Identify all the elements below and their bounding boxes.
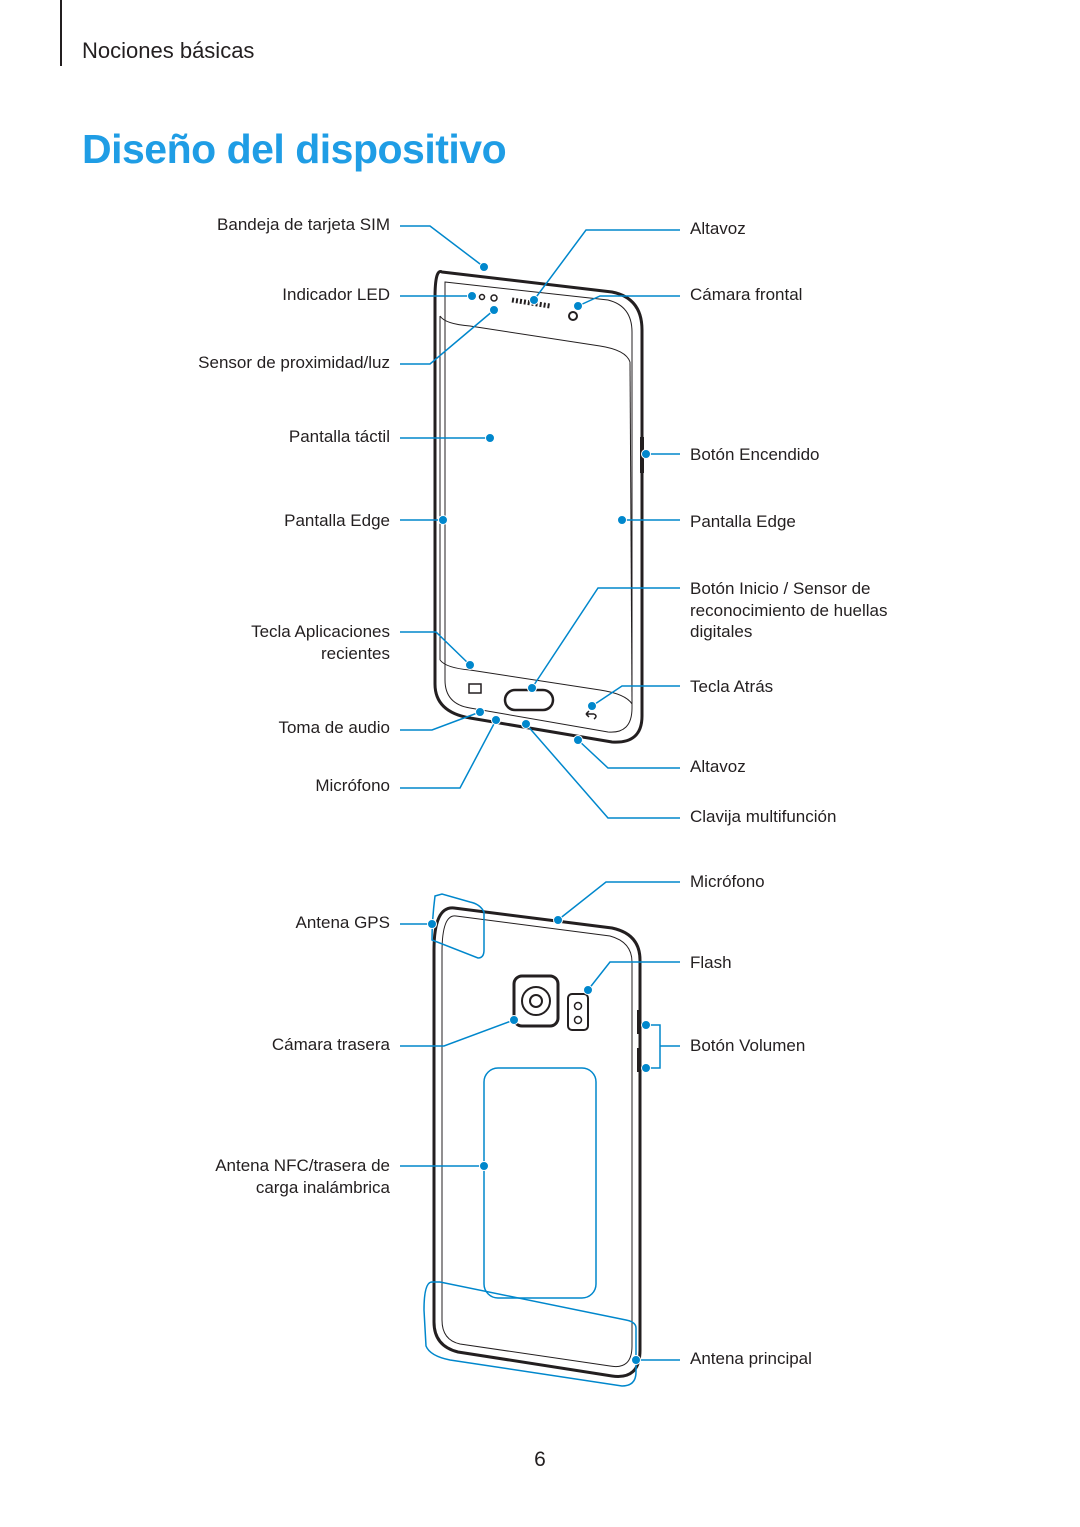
label-edge-right: Pantalla Edge bbox=[690, 512, 796, 531]
flash-led-b bbox=[573, 1015, 583, 1025]
label-rear-camera: Cámara trasera bbox=[271, 1035, 390, 1054]
dot-proximity bbox=[489, 305, 499, 315]
dot-led bbox=[467, 291, 477, 301]
dot-edge-left bbox=[438, 515, 448, 525]
callout-sim-tray bbox=[400, 225, 485, 268]
header-rule bbox=[60, 0, 62, 66]
front-phone-inner bbox=[444, 281, 633, 733]
dot-edge-right bbox=[617, 515, 627, 525]
volume-up-shape bbox=[637, 1010, 641, 1034]
label-mic-bottom: Micrófono bbox=[315, 776, 390, 795]
label-recent-apps: Tecla Aplicaciones recientes bbox=[251, 622, 390, 663]
callout-proximity bbox=[400, 309, 495, 365]
proximity-sensor-b bbox=[490, 294, 498, 302]
dot-speaker-top bbox=[529, 295, 539, 305]
callout-home-button bbox=[531, 587, 680, 689]
home-button bbox=[503, 688, 555, 712]
dot-recent-apps bbox=[465, 660, 475, 670]
label-touchscreen: Pantalla táctil bbox=[288, 427, 390, 446]
label-power-button: Botón Encendido bbox=[690, 445, 820, 464]
recent-apps-icon bbox=[468, 683, 482, 694]
callout-front-camera bbox=[577, 295, 680, 307]
dot-rear-camera bbox=[509, 1015, 519, 1025]
label-edge-left: Pantalla Edge bbox=[284, 511, 390, 530]
label-flash: Flash bbox=[690, 953, 732, 972]
label-front-camera: Cámara frontal bbox=[690, 285, 803, 304]
front-screen-bottom bbox=[439, 659, 633, 705]
dot-main-antenna bbox=[631, 1355, 641, 1365]
callout-speaker-top bbox=[533, 229, 680, 301]
dot-home-button bbox=[527, 683, 537, 693]
label-speaker-top: Altavoz bbox=[690, 219, 746, 238]
label-multipurpose-jack: Clavija multifunción bbox=[690, 807, 837, 826]
rear-camera-housing bbox=[512, 974, 560, 1028]
page-number: 6 bbox=[534, 1448, 546, 1471]
label-led: Indicador LED bbox=[282, 285, 390, 304]
dot-speaker-bottom bbox=[573, 735, 583, 745]
front-screen-top bbox=[439, 315, 631, 363]
back-phone-inner bbox=[441, 915, 633, 1368]
callout-speaker-bottom bbox=[577, 739, 680, 769]
front-phone bbox=[433, 270, 644, 744]
callout-mic-top bbox=[557, 881, 680, 921]
back-phone-body bbox=[432, 906, 642, 1378]
main-antenna-area bbox=[423, 1281, 637, 1387]
label-sim-tray: Bandeja de tarjeta SIM bbox=[217, 215, 390, 234]
dot-flash bbox=[583, 985, 593, 995]
dot-nfc bbox=[479, 1161, 489, 1171]
front-camera-lens bbox=[568, 311, 578, 321]
label-back-key: Tecla Atrás bbox=[690, 677, 774, 696]
dot-multipurpose-jack bbox=[521, 719, 531, 729]
label-speaker-bottom: Altavoz bbox=[690, 757, 746, 776]
volume-down-shape bbox=[637, 1048, 641, 1072]
flash-module bbox=[567, 993, 589, 1031]
label-home-button: Botón Inicio / Sensor de reconocimiento … bbox=[690, 579, 888, 641]
page-title: Diseño del dispositivo bbox=[82, 126, 507, 172]
section-title: Nociones básicas bbox=[82, 38, 255, 63]
nfc-antenna-area bbox=[483, 1067, 597, 1299]
callout-dots bbox=[427, 262, 651, 1365]
dot-volume-up bbox=[641, 1020, 651, 1030]
dot-sim-tray bbox=[479, 262, 489, 272]
callout-multipurpose-jack bbox=[525, 723, 680, 819]
dot-power-button bbox=[641, 449, 651, 459]
label-gps-antenna: Antena GPS bbox=[295, 913, 390, 932]
callout-back-key bbox=[591, 685, 680, 707]
label-mic-top: Micrófono bbox=[690, 872, 765, 891]
earpiece-grille bbox=[511, 297, 551, 309]
callout-volume-bracket bbox=[646, 1024, 680, 1069]
front-screen-right-edge bbox=[629, 361, 633, 705]
dot-volume-down bbox=[641, 1063, 651, 1073]
label-nfc-antenna: Antena NFC/trasera de carga inalámbrica bbox=[215, 1156, 390, 1197]
callout-flash bbox=[587, 961, 680, 991]
dot-audio-jack bbox=[475, 707, 485, 717]
gps-antenna-area bbox=[431, 893, 485, 959]
dot-touchscreen bbox=[485, 433, 495, 443]
callout-recent-apps bbox=[400, 631, 471, 666]
flash-led-a bbox=[573, 1001, 583, 1011]
label-volume-button: Botón Volumen bbox=[690, 1036, 806, 1055]
rear-camera-lens bbox=[529, 994, 543, 1008]
label-proximity: Sensor de proximidad/luz bbox=[198, 353, 390, 372]
callout-mic-bottom bbox=[400, 719, 497, 789]
dot-mic-top bbox=[553, 915, 563, 925]
rear-camera-ring bbox=[521, 986, 551, 1016]
callout-audio-jack bbox=[400, 711, 481, 731]
back-phone bbox=[432, 906, 642, 1378]
back-key-icon bbox=[585, 710, 597, 720]
front-phone-body bbox=[433, 270, 644, 744]
callout-rear-camera bbox=[400, 1019, 515, 1047]
proximity-sensor-a bbox=[478, 293, 486, 301]
label-audio-jack: Toma de audio bbox=[278, 718, 390, 737]
label-main-antenna: Antena principal bbox=[690, 1349, 812, 1368]
dot-back-key bbox=[587, 701, 597, 711]
dot-gps bbox=[427, 919, 437, 929]
dot-front-camera bbox=[573, 301, 583, 311]
dot-mic-bottom bbox=[491, 715, 501, 725]
callouts bbox=[400, 225, 680, 1387]
